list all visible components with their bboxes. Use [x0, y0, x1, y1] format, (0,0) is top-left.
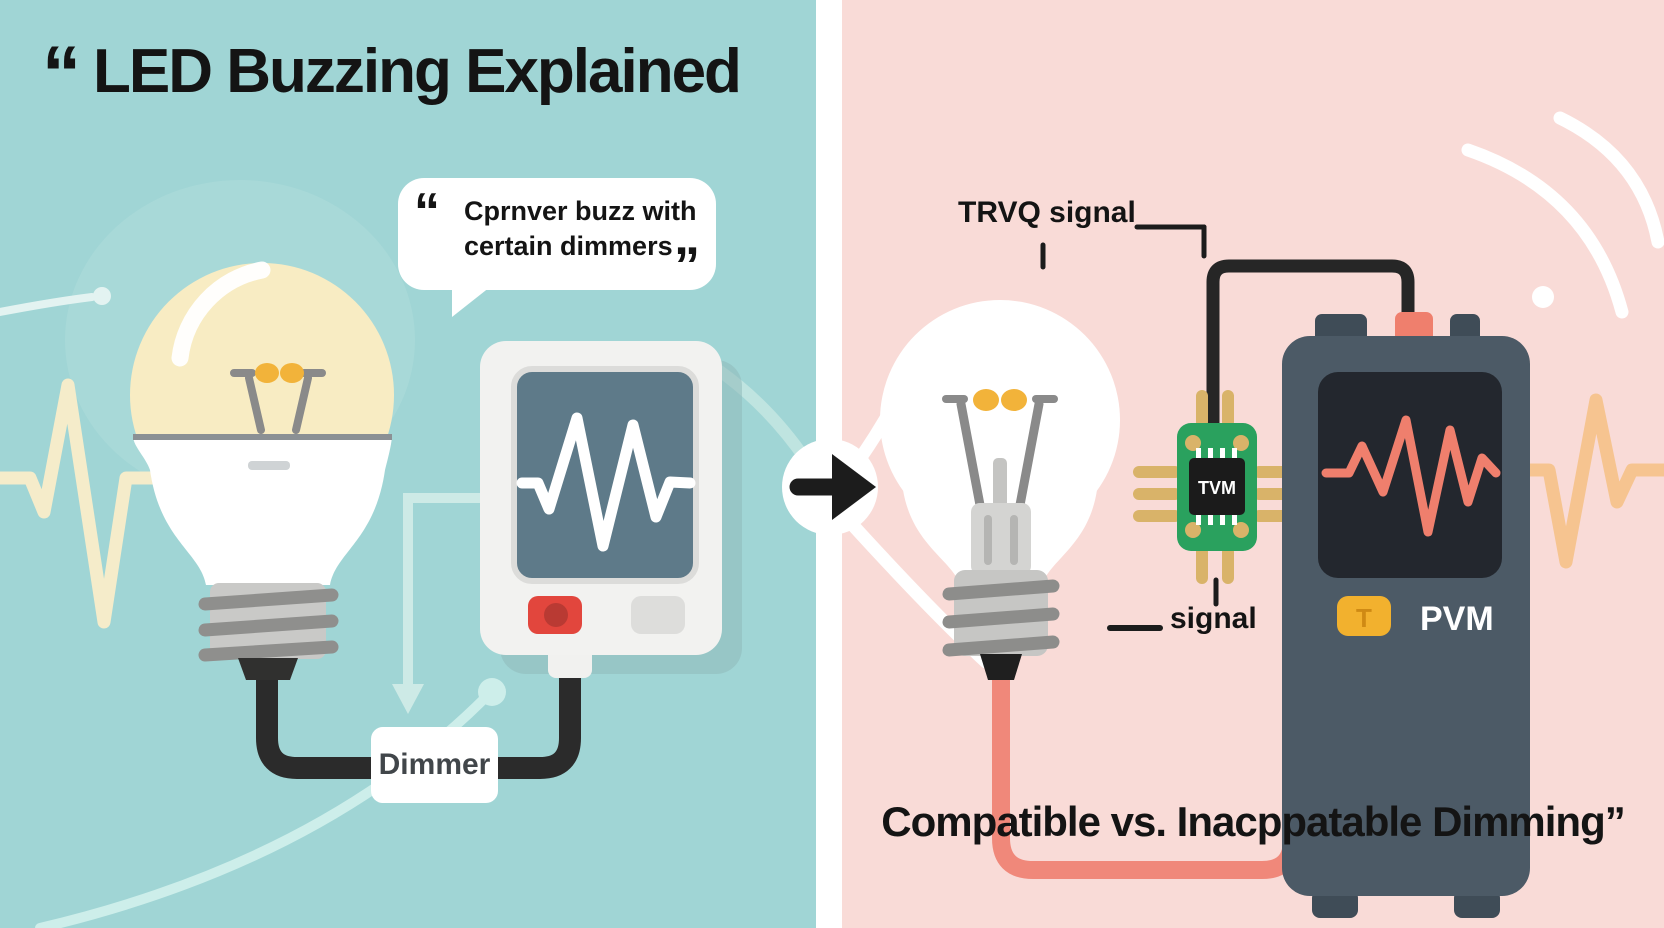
- caption: Compatible vs. Inacppatable Dimming”: [881, 798, 1625, 845]
- dimmer-pointer-line: [403, 493, 487, 695]
- title-text: LED Buzzing Explained: [93, 37, 742, 106]
- wire-chip-to-scope: [1206, 259, 1415, 439]
- speech-bubble: “ Cprnver buzz with certain dimmers ”: [398, 178, 716, 317]
- filament-dot: [1001, 389, 1027, 411]
- filament-dot: [255, 363, 279, 383]
- page-title: “ LED Buzzing Explained: [42, 29, 742, 117]
- scope-button-glyph: T: [1356, 603, 1372, 633]
- label-pointer-lines: [1040, 224, 1219, 631]
- scope-screen: [1318, 372, 1502, 578]
- device-label: PVM: [1420, 600, 1494, 638]
- filament-dot: [973, 389, 999, 411]
- dimmer-label: Dimmer: [371, 727, 498, 803]
- bubble-line-2: certain dimmers: [464, 231, 673, 262]
- signal-label: signal: [1170, 602, 1257, 635]
- divider-arrow: [782, 439, 878, 535]
- deco-line-topleft: [0, 293, 96, 316]
- scope-waveform-icon: [1321, 415, 1501, 537]
- driver-chip-icon: TVM: [1133, 390, 1301, 584]
- filament-dot: [280, 363, 304, 383]
- dimmer-screen: [511, 366, 699, 584]
- title-open-quote: “: [42, 29, 81, 117]
- dimmer-waveform-icon: [516, 412, 696, 552]
- scope-yellow-button: [1337, 596, 1391, 636]
- chip-label: TVM: [1198, 478, 1236, 498]
- deco-dot-topright: [1532, 286, 1554, 308]
- deco-dot-topleft: [93, 287, 111, 305]
- deco-arc-topright: [1461, 143, 1629, 319]
- bulb-highlight: [171, 261, 271, 367]
- deco-arc-topright-2: [1553, 111, 1664, 249]
- bubble-line-1: Cprnver buzz with: [464, 196, 697, 226]
- dimmer-device-icon: [480, 341, 722, 655]
- trvq-signal-label: TRVQ signal: [958, 196, 1136, 229]
- ekg-waveform-right-icon: [1519, 393, 1664, 569]
- bubble-text: Cprnver buzz with certain dimmers: [464, 194, 697, 264]
- dimmer-pointer-arrowhead-icon: [392, 684, 424, 714]
- bubble-open-quote-icon: “: [414, 183, 440, 241]
- led-bulb-left-icon: [130, 261, 394, 680]
- deco-dot-bottomleft: [478, 678, 506, 706]
- bubble-close-quote-icon: ”: [674, 237, 700, 295]
- pvm-device-icon: T PVM: [1282, 312, 1530, 918]
- led-bulb-right-icon: [880, 300, 1120, 680]
- dimmer-gray-button: [631, 596, 685, 634]
